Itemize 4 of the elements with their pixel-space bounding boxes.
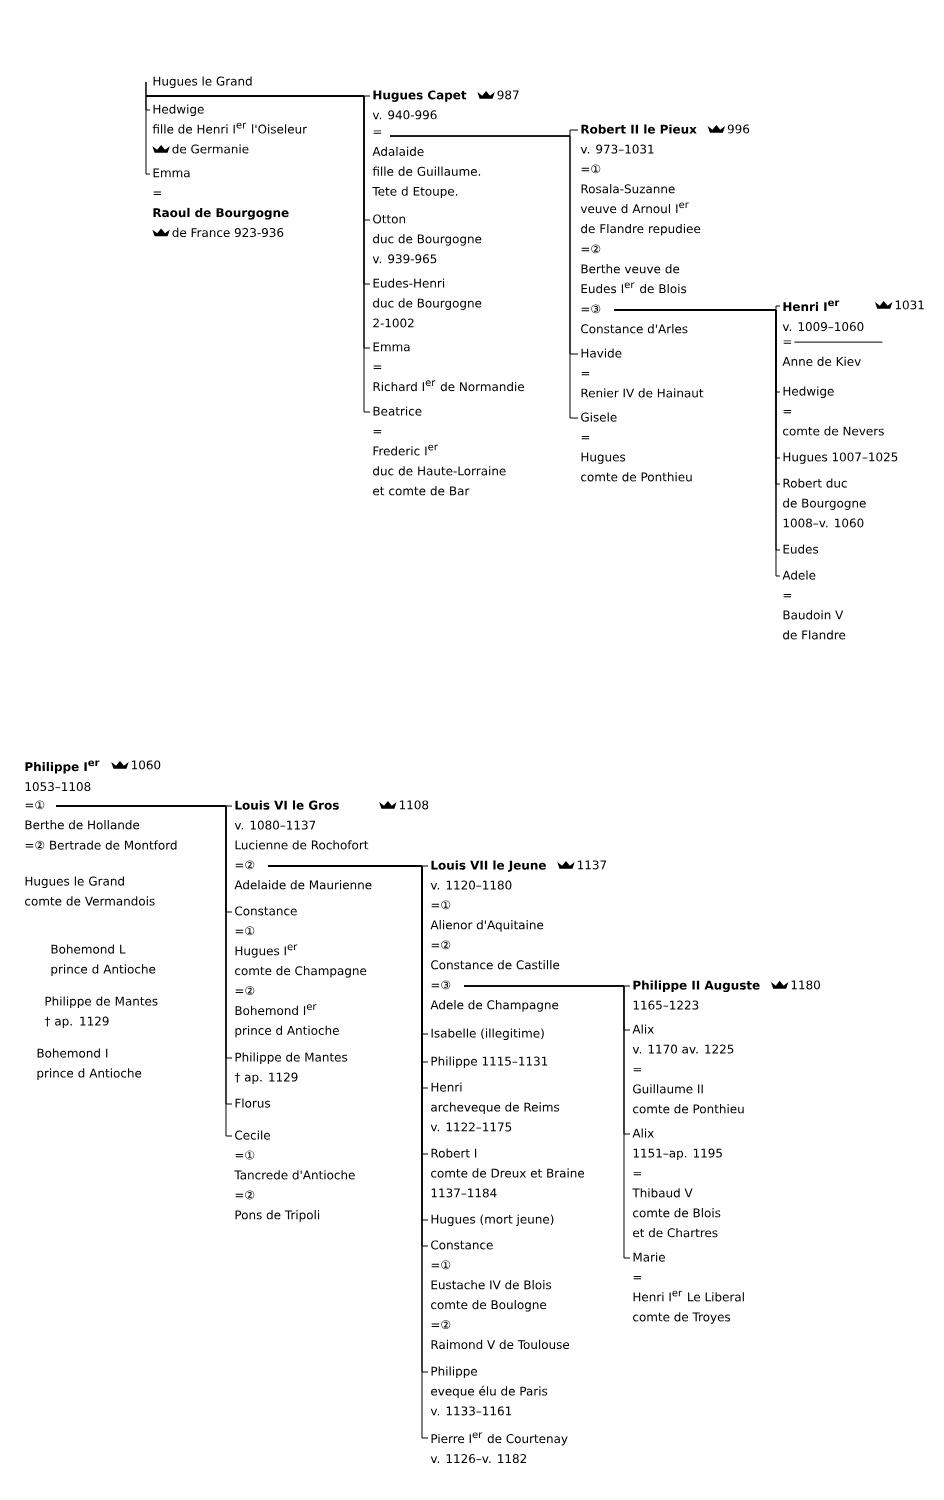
- tree-line: [389, 135, 579, 419]
- tree-line: [145, 95, 371, 413]
- tree-line: [145, 81, 151, 175]
- tree-line: [463, 985, 631, 1259]
